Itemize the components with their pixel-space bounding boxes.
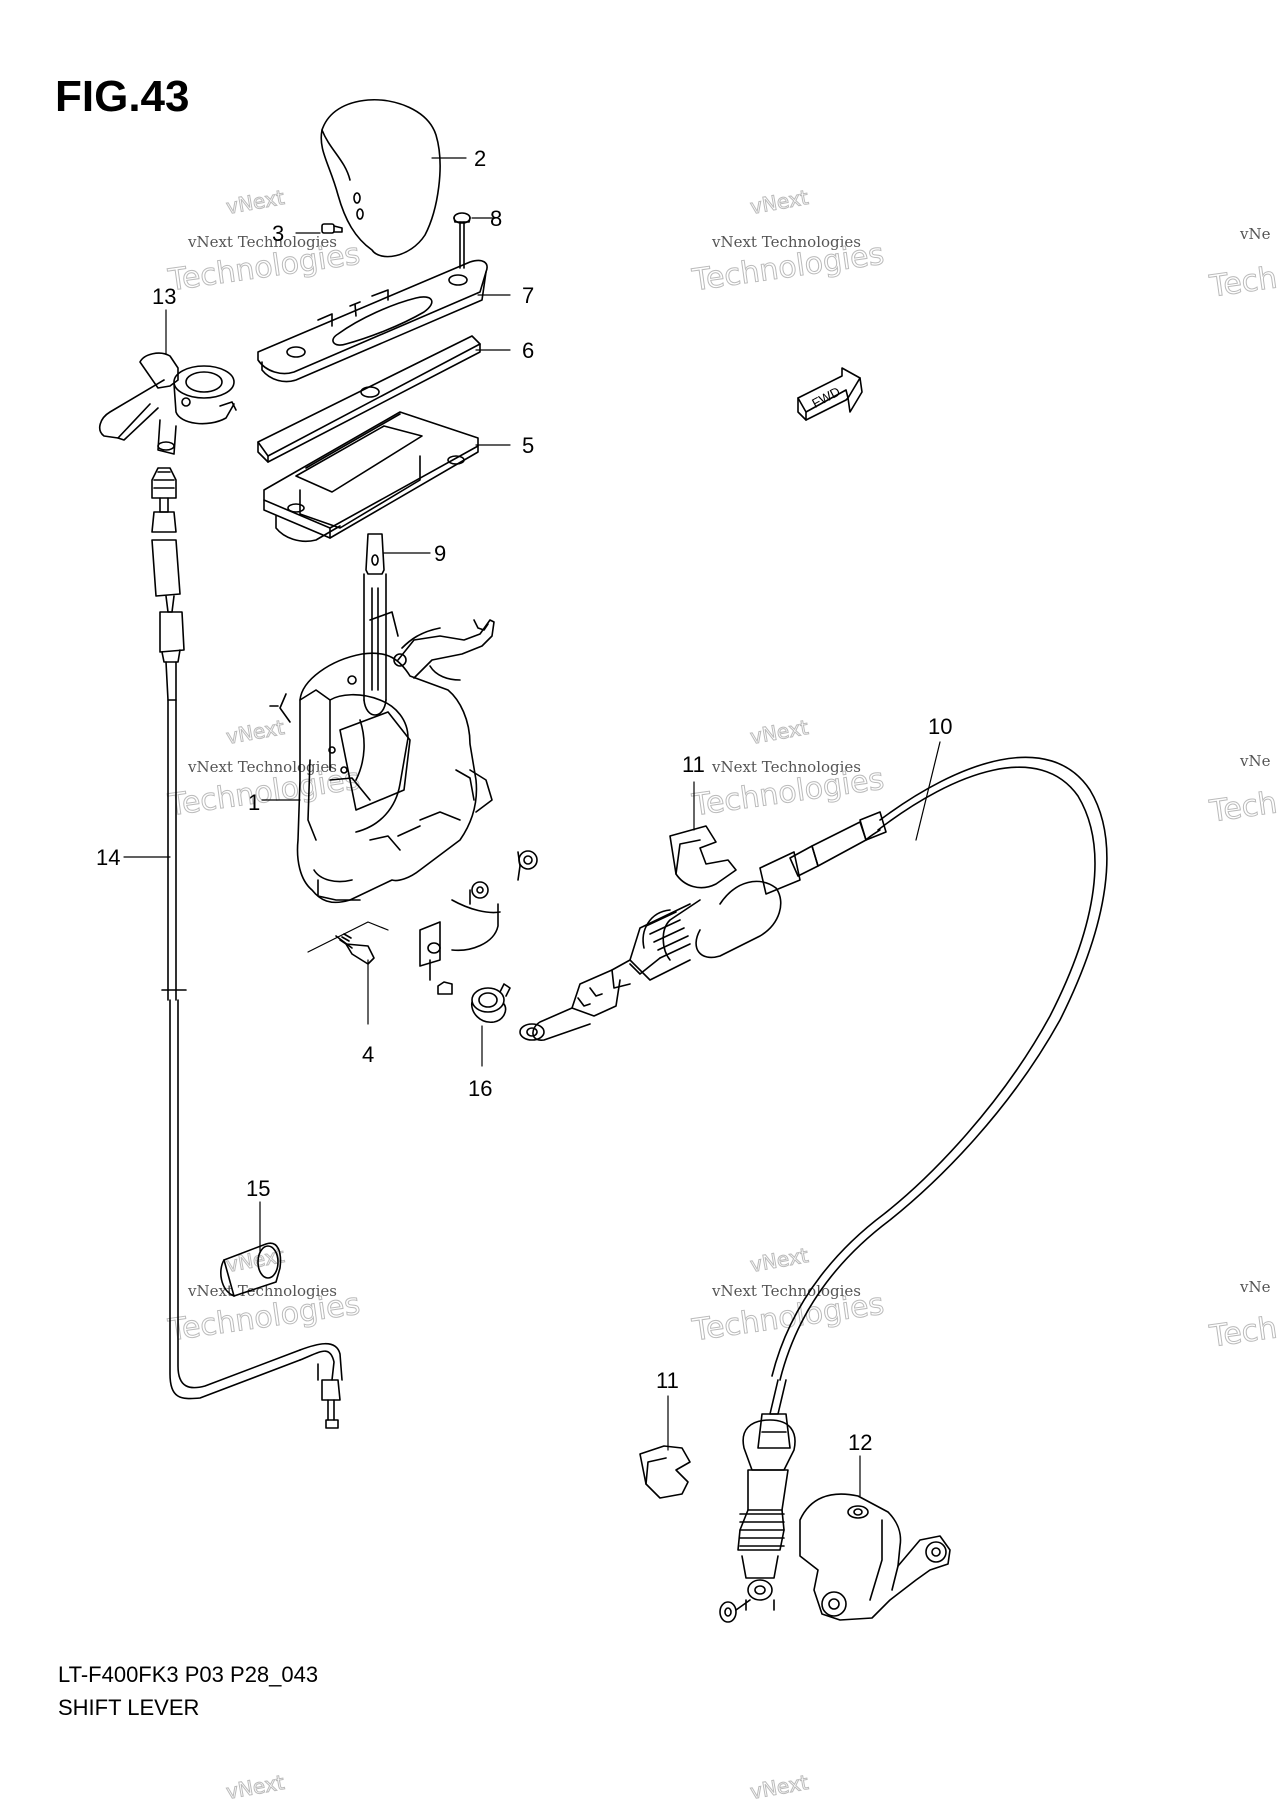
callout-7: 7 [522,283,534,308]
bolt-4 [335,933,375,965]
gasket-6 [257,335,481,463]
cable-10 [519,756,1108,1623]
clip-11-upper [669,825,737,889]
shift-knob [320,99,441,258]
fwd-label: FWD [809,384,842,411]
bracket-12 [799,1493,951,1621]
clamp-15 [220,1242,282,1297]
leader-lines [123,157,941,1497]
callout-8: 8 [490,206,502,231]
grommet-16 [470,983,511,1023]
figure-name: SHIFT LEVER [58,1695,200,1720]
fwd-arrow-icon [797,367,863,421]
shift-lever-shaft-9 [363,533,387,716]
shift-lever-assembly-1 [269,611,538,995]
callout-10: 10 [928,714,952,739]
screw-3 [321,223,343,234]
indicator-plate-7 [257,259,488,383]
callout-15: 15 [246,1176,270,1201]
callout-5: 5 [522,433,534,458]
figure-code: LT-F400FK3 P03 P28_043 [58,1662,319,1687]
callout-9: 9 [434,541,446,566]
bolt-4-guide [307,921,389,953]
watermark-text: vNext Technologies [188,1282,338,1300]
shift-guide-5 [263,411,479,543]
callout-2: 2 [474,146,486,171]
callout-13: 13 [152,284,176,309]
clip-11-lower [639,1445,691,1499]
watermark-text: vNext Technologies [712,758,862,776]
figure-title: FIG.43 [55,72,190,121]
callout-1: 1 [248,790,260,815]
cable-14 [151,467,343,1429]
callout-14: 14 [96,845,120,870]
watermark-text: vNe [1240,1278,1271,1296]
callout-labels: 1 2 3 4 5 6 7 8 9 10 11 11 12 13 14 15 1… [96,146,952,1455]
callout-11-lower: 11 [656,1368,679,1393]
watermark-text: vNext Technologies [712,233,862,251]
lever-13 [98,352,237,455]
screw-8 [453,212,471,269]
callout-6: 6 [522,338,534,363]
callout-12: 12 [848,1430,872,1455]
watermark-text: vNe [1240,225,1271,243]
watermark-text: vNext Technologies [188,233,338,251]
callout-16: 16 [468,1076,492,1101]
watermark-text: vNe [1240,752,1271,770]
callout-11-upper: 11 [682,752,705,777]
callout-4: 4 [362,1042,374,1067]
callout-3: 3 [272,221,284,246]
